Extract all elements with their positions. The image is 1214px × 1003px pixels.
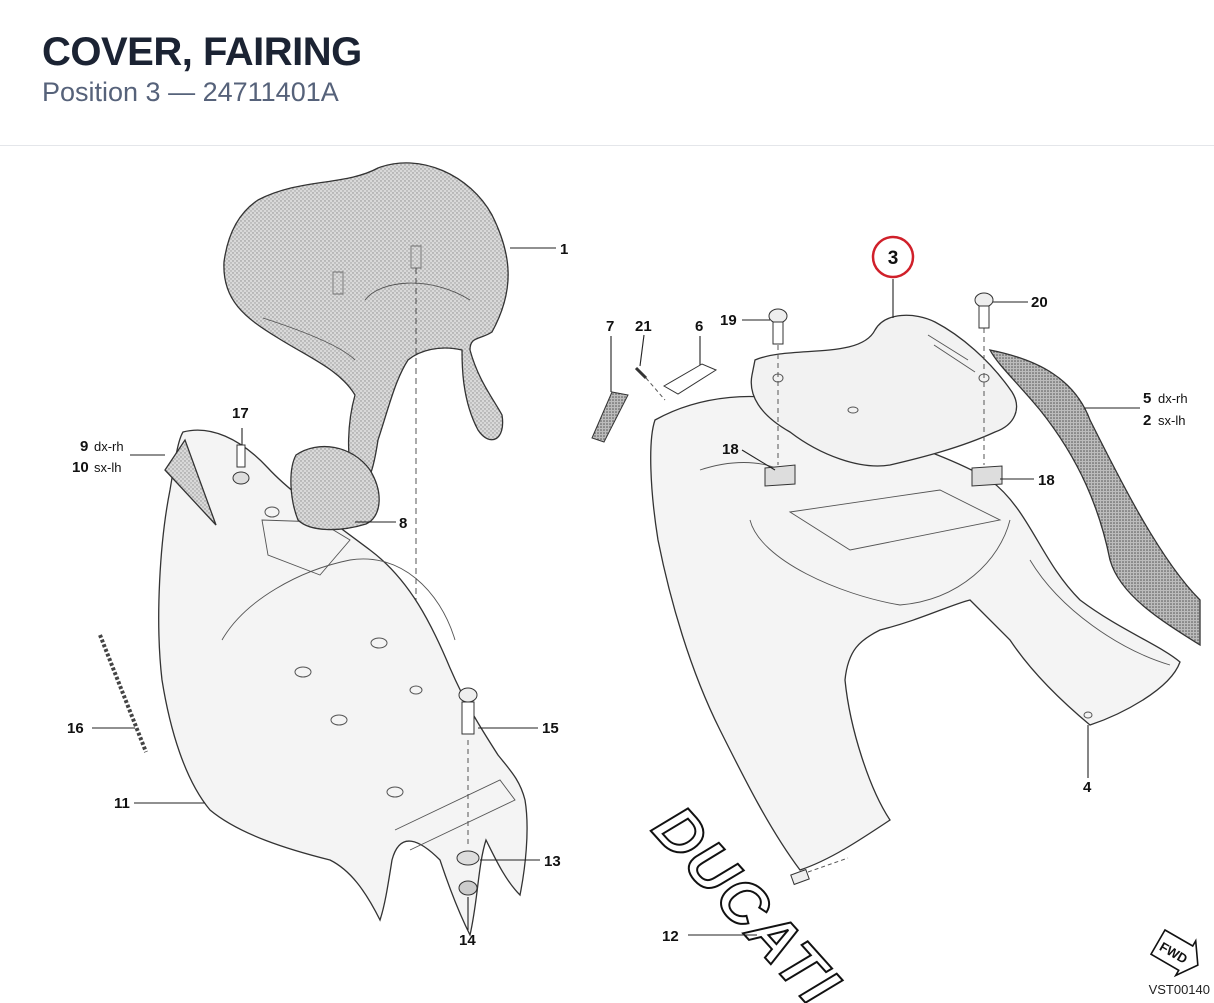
- callout-10[interactable]: 10: [72, 459, 89, 476]
- side-label-dx-rh-left: dx-rh: [94, 439, 124, 454]
- callout-2[interactable]: 2: [1143, 412, 1151, 429]
- callout-4[interactable]: 4: [1083, 779, 1092, 796]
- cover-fairing-part[interactable]: [750, 314, 1018, 467]
- callout-9[interactable]: 9: [80, 438, 88, 455]
- subtitle-separator: —: [168, 77, 196, 107]
- screw-19-part[interactable]: [768, 308, 788, 345]
- nut-part[interactable]: [458, 880, 478, 896]
- bottom-screw-part[interactable]: [790, 857, 849, 886]
- callout-5[interactable]: 5: [1143, 390, 1151, 407]
- callout-21[interactable]: 21: [635, 318, 652, 335]
- callout-3[interactable]: 3: [888, 248, 899, 269]
- page-subtitle: Position 3 — 24711401A: [42, 77, 339, 108]
- callout-13[interactable]: 13: [544, 853, 561, 870]
- callout-14[interactable]: 14: [459, 932, 476, 949]
- callout-12[interactable]: 12: [662, 928, 679, 945]
- side-label-sx-lh-left: sx-lh: [94, 460, 121, 475]
- callout-11[interactable]: 11: [114, 795, 130, 812]
- callout-6[interactable]: 6: [695, 318, 703, 335]
- part-number: 24711401A: [202, 77, 339, 107]
- callout-15[interactable]: 15: [542, 720, 559, 737]
- screw-21-part[interactable]: [634, 366, 666, 401]
- plate-6-part[interactable]: [662, 363, 718, 395]
- callout-labels: 1 8 17 9 dx-rh 10 sx-lh 16 11 15 13 14 1…: [67, 241, 1188, 949]
- callout-18-left[interactable]: 18: [722, 441, 739, 458]
- headlight-fairing-part[interactable]: [158, 429, 528, 937]
- drawing-code: VST00140: [1148, 982, 1210, 997]
- strip-7-part[interactable]: [591, 391, 629, 443]
- side-panel-part[interactable]: [164, 438, 217, 526]
- highlight-ring: [871, 235, 915, 279]
- callout-8[interactable]: 8: [399, 515, 407, 532]
- clip-18-left-part[interactable]: [764, 464, 796, 487]
- page-title: COVER, FAIRING: [42, 30, 362, 74]
- callout-19[interactable]: 19: [720, 312, 737, 329]
- side-label-dx-rh-right: dx-rh: [1158, 391, 1188, 406]
- clip-18-right-part[interactable]: [971, 465, 1003, 487]
- position-label: Position 3: [42, 77, 161, 107]
- screw-17-part[interactable]: [232, 444, 250, 485]
- washer-part[interactable]: [456, 850, 480, 866]
- fwd-direction-marker: FWD: [1149, 928, 1199, 978]
- highlighted-callout[interactable]: 3: [871, 235, 915, 279]
- callout-7[interactable]: 7: [606, 318, 614, 335]
- page-header: COVER, FAIRING Position 3 — 24711401A: [0, 0, 1214, 146]
- leader-lines: [92, 247, 1140, 936]
- headlight-cover-part[interactable]: [290, 445, 380, 531]
- callout-1[interactable]: 1: [560, 241, 568, 258]
- side-strip-part[interactable]: [988, 349, 1201, 647]
- callout-18-right[interactable]: 18: [1038, 472, 1055, 489]
- side-label-sx-lh-right: sx-lh: [1158, 413, 1185, 428]
- callout-20[interactable]: 20: [1031, 294, 1048, 311]
- callout-17[interactable]: 17: [232, 405, 249, 422]
- screw-20-part[interactable]: [974, 292, 994, 329]
- callout-16[interactable]: 16: [67, 720, 84, 737]
- windscreen-part[interactable]: [223, 162, 509, 485]
- screw-15-part[interactable]: [458, 687, 478, 845]
- decal-strip-part[interactable]: [98, 634, 148, 753]
